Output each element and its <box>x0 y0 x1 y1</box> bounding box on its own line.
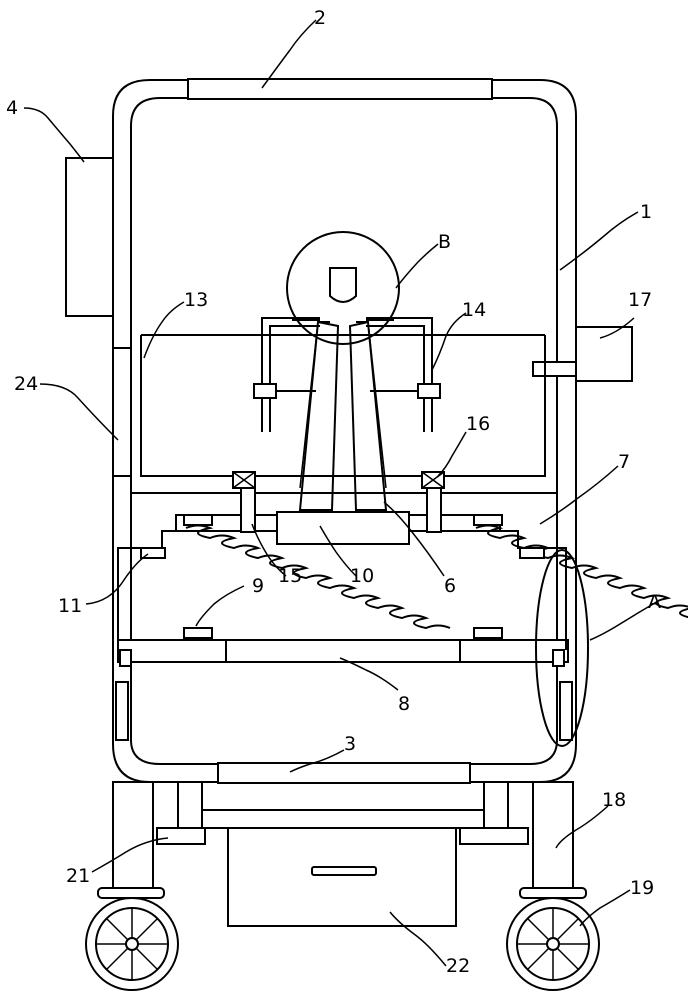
leg-right <box>532 781 574 889</box>
top-inlet-opening <box>187 78 493 100</box>
label-19: 19 <box>630 877 654 899</box>
housing-body <box>112 79 577 783</box>
label-22: 22 <box>446 955 470 977</box>
label-18: 18 <box>602 789 626 811</box>
label-24: 24 <box>14 373 38 395</box>
label-1: 1 <box>640 201 652 223</box>
leg-left <box>112 781 154 889</box>
label-8: 8 <box>398 693 410 715</box>
leader-lines <box>23 19 661 967</box>
label-7: 7 <box>618 451 630 473</box>
label-13: 13 <box>184 289 208 311</box>
label-11: 11 <box>58 595 82 617</box>
label-2: 2 <box>314 7 326 29</box>
collection-drawer <box>227 827 457 927</box>
valve-left <box>232 471 256 533</box>
wheel-left <box>85 887 179 991</box>
housing-outer-wall <box>112 79 577 783</box>
bottom-outlet-opening <box>217 762 471 784</box>
side-box-4 <box>65 157 114 317</box>
label-16: 16 <box>466 413 490 435</box>
wheel-right <box>506 887 600 991</box>
label-3: 3 <box>344 733 356 755</box>
label-21: 21 <box>66 865 90 887</box>
valve-right <box>421 471 445 533</box>
spring-left <box>183 514 451 639</box>
detail-circle-b <box>286 231 400 345</box>
guide-right <box>519 547 573 741</box>
label-4: 4 <box>6 97 18 119</box>
label-14: 14 <box>462 299 486 321</box>
funnel-cone <box>298 320 388 511</box>
detail-ellipse-a <box>535 549 589 747</box>
side-box-17-shaft <box>532 361 577 377</box>
screen-plate <box>117 639 569 663</box>
label-17: 17 <box>628 289 652 311</box>
spray-pipes <box>253 317 441 432</box>
funnel-base-plate <box>276 511 410 545</box>
label-10: 10 <box>350 565 374 587</box>
left-door-slot <box>112 347 132 477</box>
upper-tray <box>140 335 546 477</box>
spring-right <box>473 514 688 639</box>
label-6: 6 <box>444 575 456 597</box>
bottom-frame <box>156 781 529 845</box>
label-15: 15 <box>278 565 302 587</box>
label-b: B <box>438 231 451 253</box>
label-9: 9 <box>252 575 264 597</box>
guide-left <box>115 547 166 741</box>
side-box-17 <box>575 326 633 382</box>
label-a: A <box>648 591 661 613</box>
callout-labels: 2 4 1 B 13 14 17 24 16 7 A 9 11 15 10 6 … <box>6 7 661 977</box>
